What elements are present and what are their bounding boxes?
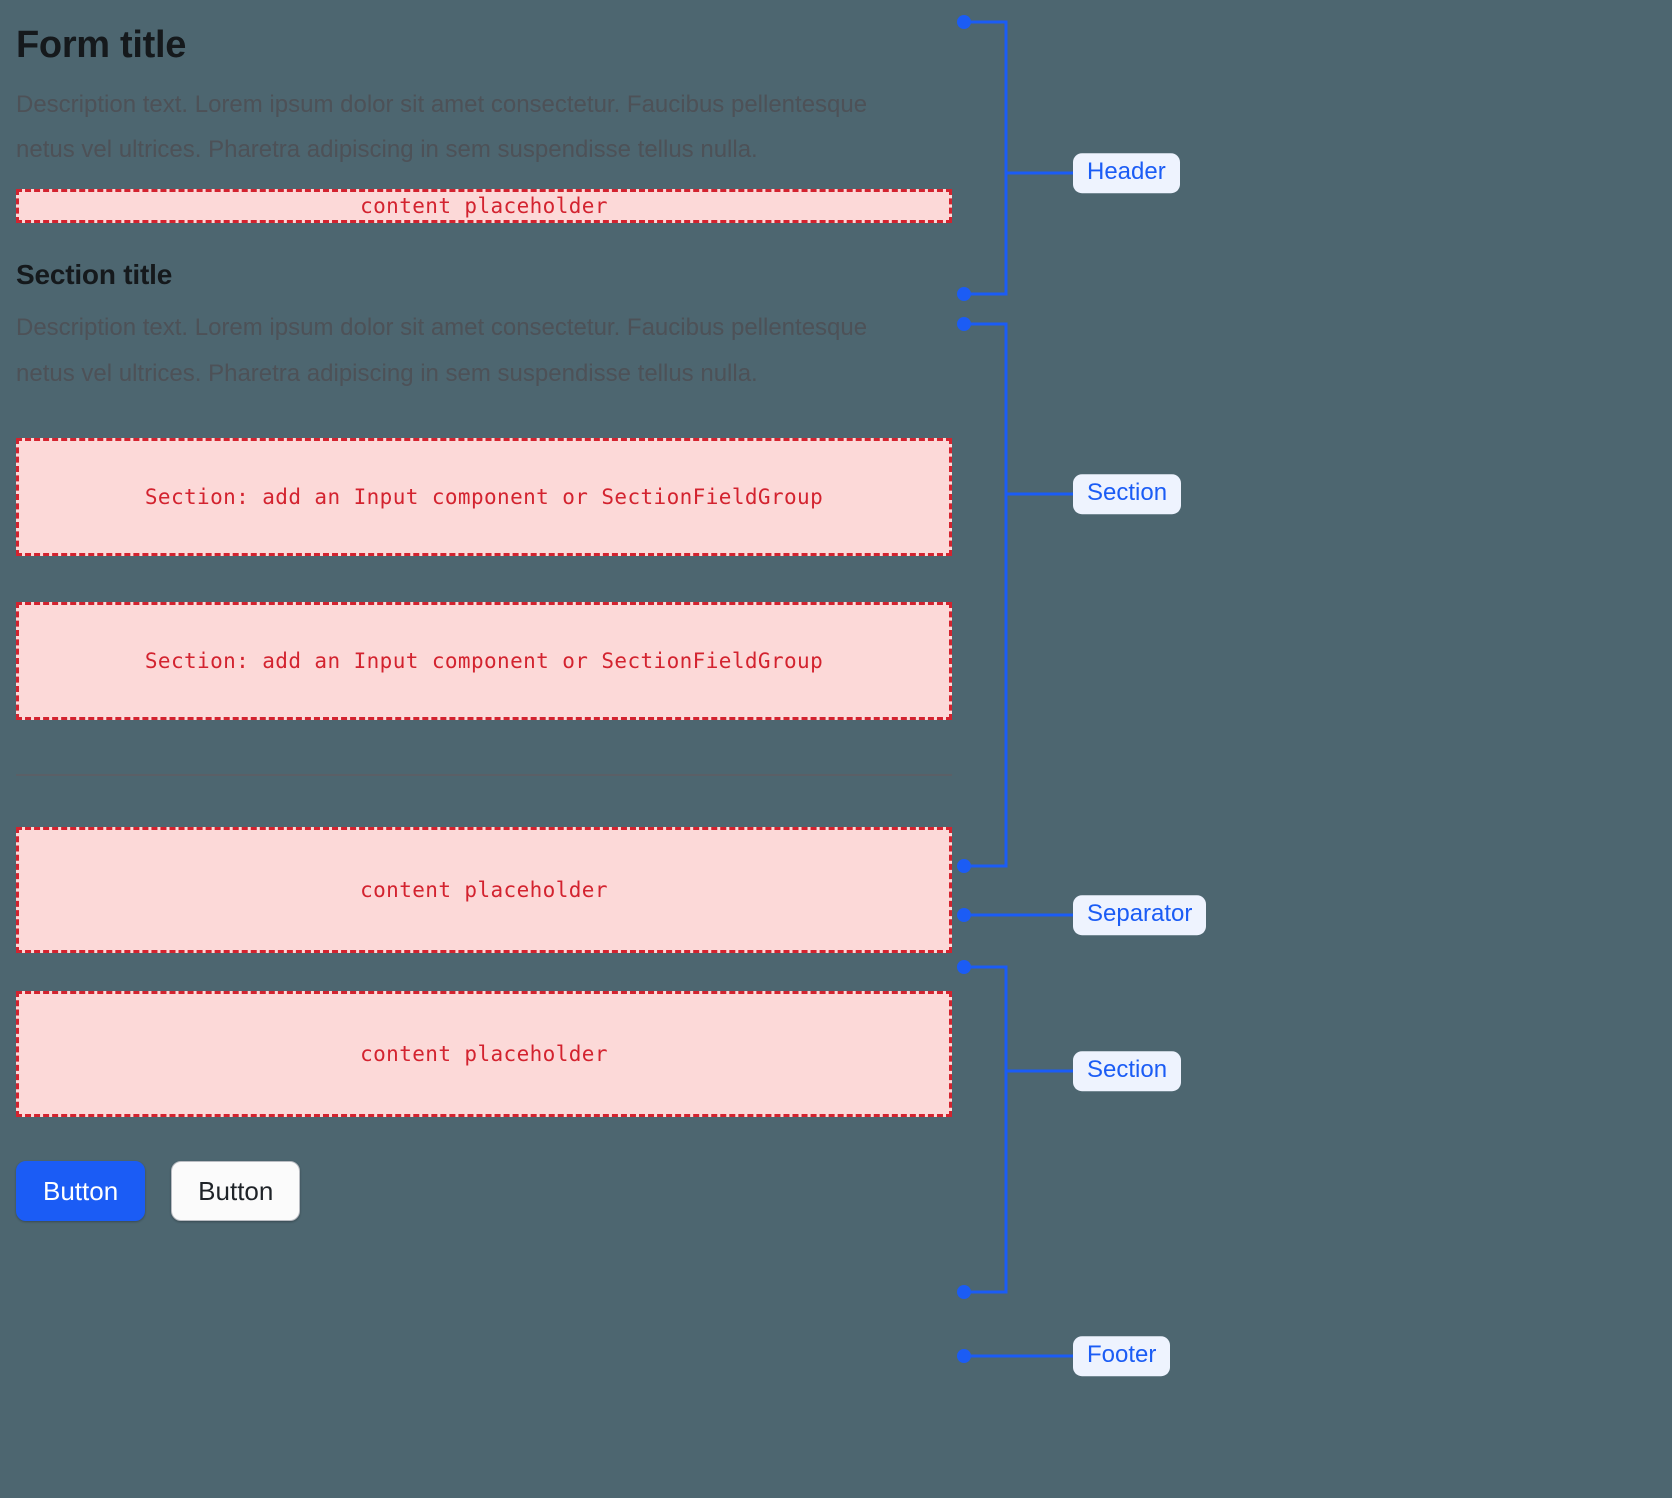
annotation-leader-footer <box>957 1349 1073 1363</box>
form-footer: Button Button <box>16 1161 952 1222</box>
annotation-bracket-section <box>957 317 1073 873</box>
bracket-endpoint-dot <box>957 859 971 873</box>
bracket-path <box>964 20 1008 296</box>
page-title: Form title <box>16 24 187 66</box>
bracket-endpoint-dot <box>957 287 971 301</box>
section-title: Section title <box>16 258 173 290</box>
header-content-placeholder[interactable]: content placeholder <box>16 188 952 223</box>
spacer <box>16 776 952 827</box>
spacer <box>16 223 952 259</box>
section-field-placeholder-2[interactable]: Section: add an Input component or Secti… <box>16 602 952 721</box>
bracket-path <box>964 322 1008 868</box>
spacer <box>16 556 952 602</box>
bracket-path <box>964 965 1008 1294</box>
bracket-endpoint-dot <box>957 15 971 29</box>
secondary-button[interactable]: Button <box>171 1161 301 1222</box>
annotation-label-section-2: Section <box>1073 1051 1182 1091</box>
header-description: Description text. Lorem ipsum dolor sit … <box>16 90 868 164</box>
section2-content-placeholder-1[interactable]: content placeholder <box>16 827 952 954</box>
bracket-endpoint-dot <box>957 1349 971 1363</box>
annotation-bracket-header <box>957 15 1073 301</box>
annotation-label-section: Section <box>1073 474 1182 514</box>
spacer <box>16 396 952 438</box>
annotation-label-header: Header <box>1073 153 1180 193</box>
bracket-endpoint-dot <box>957 908 971 922</box>
section-field-placeholder-1[interactable]: Section: add an Input component or Secti… <box>16 438 952 557</box>
section2-content-placeholder-2[interactable]: content placeholder <box>16 991 952 1118</box>
bracket-endpoint-dot <box>957 960 971 974</box>
section-description: Description text. Lorem ipsum dolor sit … <box>16 314 868 387</box>
spacer <box>16 953 952 991</box>
bracket-endpoint-dot <box>957 317 971 331</box>
annotation-label-footer: Footer <box>1073 1336 1171 1376</box>
spacer <box>16 720 952 774</box>
annotation-leader-separator <box>957 908 1073 922</box>
spacer <box>16 1117 952 1161</box>
form-content-column: Form title Description text. Lorem ipsum… <box>16 0 952 1222</box>
bracket-endpoint-dot <box>957 1285 971 1299</box>
form-section-block-2: content placeholder content placeholder <box>16 827 952 1118</box>
primary-button[interactable]: Button <box>16 1161 146 1222</box>
form-header-block: Form title Description text. Lorem ipsum… <box>16 24 952 223</box>
form-section-block: Section title Description text. Lorem ip… <box>16 258 952 721</box>
annotation-label-separator: Separator <box>1073 895 1207 935</box>
separator <box>16 774 952 777</box>
annotation-bracket-section-2 <box>957 960 1073 1299</box>
